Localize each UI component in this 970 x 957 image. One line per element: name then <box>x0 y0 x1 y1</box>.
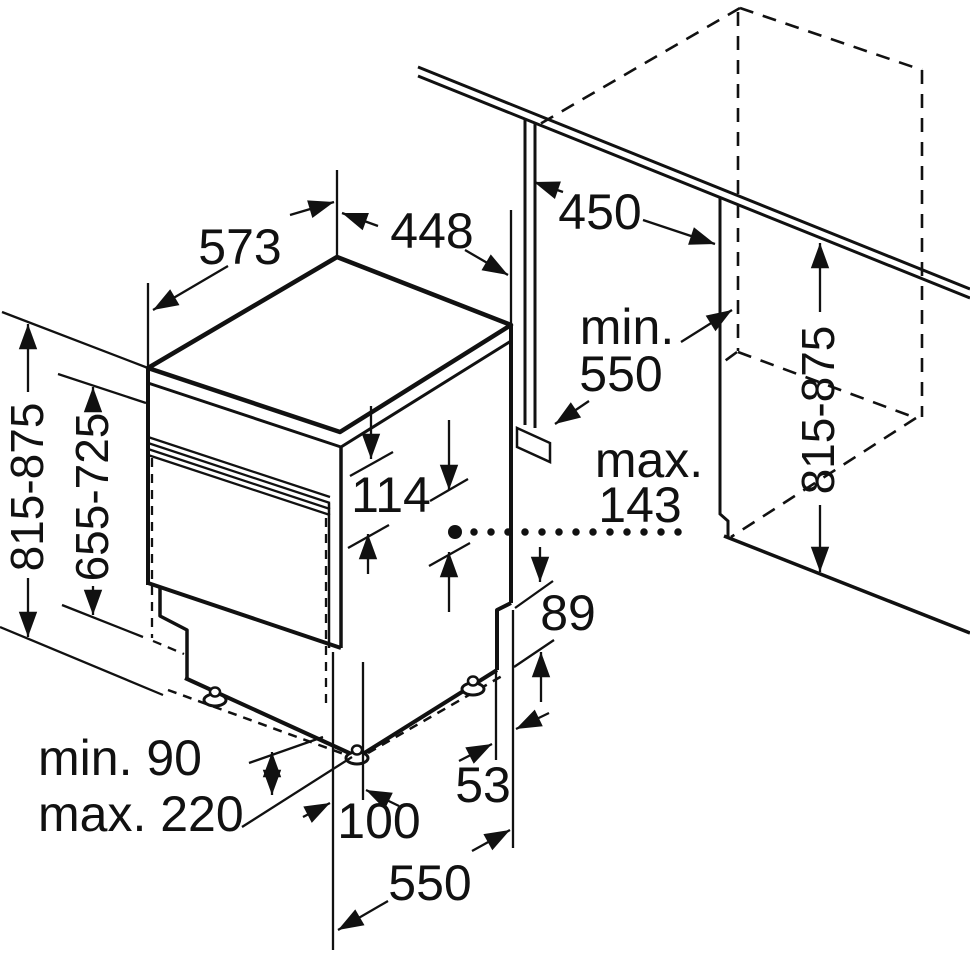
dim-door-panel-height-label: 655-725 <box>66 413 118 582</box>
cabinet-side-panel <box>515 119 552 464</box>
dimension-labels: 573 448 450 min. 550 max. 143 114 89 815… <box>1 184 844 911</box>
niche-right-wall <box>718 197 970 635</box>
dim-top-width-label: 573 <box>198 219 281 275</box>
dishwasher-body <box>145 254 514 759</box>
foot-front <box>344 744 370 766</box>
dim-niche-depth-min-word: min. <box>580 299 674 355</box>
foot-left <box>202 686 228 708</box>
dim-plinth-max-label: max. 220 <box>38 786 244 842</box>
niche-dashed-box <box>532 6 924 539</box>
dim-control-panel-label: 114 <box>351 467 431 523</box>
dim-niche-depth-value: 550 <box>579 346 662 402</box>
dim-door-max-value: 143 <box>598 477 681 533</box>
dim-foot-setback-label: 100 <box>337 793 420 849</box>
dim-top-depth-label: 448 <box>390 203 473 259</box>
countertop-lines <box>417 65 970 300</box>
dim-niche-width-label: 450 <box>558 184 641 240</box>
dim-door-step-label: 89 <box>540 585 596 641</box>
dim-plinth-min-label: min. 90 <box>38 730 202 786</box>
door-pivot-dotted-line <box>448 525 692 539</box>
dim-appliance-depth-label: 550 <box>388 855 471 911</box>
dimension-arrows <box>18 180 830 931</box>
foot-rear <box>460 675 486 697</box>
dim-height-left-label: 815-875 <box>1 403 53 572</box>
dim-rear-foot-gap-label: 53 <box>455 757 511 813</box>
dim-height-right-label: 815-875 <box>792 326 844 495</box>
dim-door-max-word: max. <box>595 432 703 488</box>
extension-lines <box>0 170 515 950</box>
